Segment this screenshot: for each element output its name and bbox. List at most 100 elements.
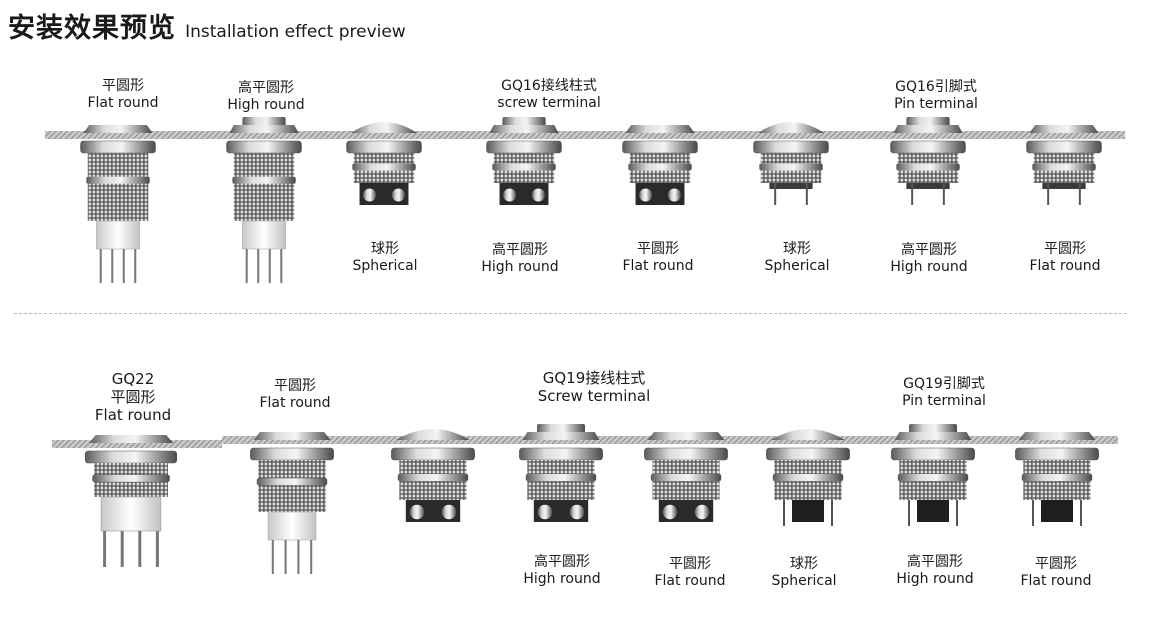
switch-12 (519, 424, 603, 522)
title-chinese: 安装效果预览 (8, 13, 176, 44)
switch-14 (766, 429, 850, 526)
contact-block (100, 496, 162, 532)
led-housing (242, 220, 286, 250)
terminal-screw-2 (667, 188, 681, 202)
threaded-body (87, 153, 149, 221)
pin-base (769, 183, 813, 189)
led-housing (267, 511, 317, 541)
terminal-screw-2 (694, 504, 710, 520)
terminal-screw-2 (391, 188, 405, 202)
hex-nut (622, 140, 698, 154)
hex-nut (226, 140, 302, 154)
led-pin-4 (134, 249, 137, 283)
lock-ring (772, 474, 844, 481)
contact-pin-4 (155, 531, 159, 567)
led-pin-3 (122, 249, 125, 283)
threaded-body (258, 460, 326, 512)
terminal-screw-1 (662, 504, 678, 520)
bezel (1029, 125, 1099, 133)
terminal-screw-2 (531, 188, 545, 202)
switch-drawings (80, 117, 1102, 574)
terminal-screw-2 (441, 504, 457, 520)
pin-1 (911, 183, 914, 205)
pin-1 (1047, 183, 1050, 205)
bezel (88, 435, 174, 443)
bezel-dome (350, 122, 418, 133)
hex-nut (644, 447, 728, 461)
led-pin-1 (271, 540, 274, 574)
switch-10 (250, 432, 334, 574)
lock-ring (1021, 474, 1093, 481)
panel-plate-1 (45, 131, 1125, 139)
led-pin-2 (111, 249, 114, 283)
bezel (229, 125, 299, 133)
contact-pin-1 (103, 531, 107, 567)
pin-1 (1032, 500, 1034, 526)
black-base (917, 500, 949, 522)
pin-2 (1078, 183, 1081, 205)
lock-ring (897, 474, 969, 481)
panel-plate-2 (52, 440, 222, 448)
switch-13 (644, 432, 728, 522)
led-pin-4 (280, 249, 283, 283)
pin-base (906, 183, 950, 189)
hex-nut (346, 140, 422, 154)
terminal-screw-1 (639, 188, 653, 202)
page-title: 安装效果预览 Installation effect preview (8, 6, 406, 45)
switch-1 (80, 125, 156, 283)
hex-nut (250, 447, 334, 461)
lock-ring (397, 474, 469, 481)
terminal-screw-1 (409, 504, 425, 520)
switch-8 (1026, 125, 1102, 205)
bezel (253, 432, 331, 440)
hex-nut (753, 140, 829, 154)
threaded-body (233, 153, 295, 221)
black-base (792, 500, 824, 522)
pin-1 (908, 500, 910, 526)
led-pin-4 (310, 540, 313, 574)
lock-ring (492, 163, 556, 171)
hex-nut (80, 140, 156, 154)
bezel (83, 125, 153, 133)
button-cap (537, 424, 585, 434)
pin-2 (805, 183, 808, 205)
switch-16 (1015, 432, 1099, 526)
button-cap (906, 117, 950, 127)
led-pin-1 (99, 249, 102, 283)
button-cap (909, 424, 957, 434)
led-pin-1 (245, 249, 248, 283)
led-pin-2 (284, 540, 287, 574)
switch-4 (486, 117, 562, 205)
terminal-screw-1 (503, 188, 517, 202)
bezel-dome (771, 429, 845, 440)
hex-nut (391, 447, 475, 461)
bezel (647, 432, 725, 440)
switch-7 (890, 117, 966, 205)
lock-ring (1032, 163, 1096, 171)
lock-ring (86, 176, 150, 184)
black-base (1041, 500, 1073, 522)
lock-ring (759, 163, 823, 171)
pin-2 (831, 500, 833, 526)
switch-11 (391, 429, 475, 522)
led-housing (96, 220, 140, 250)
switch-15 (891, 424, 975, 526)
contact-pin-3 (138, 531, 142, 567)
lock-ring (650, 474, 722, 481)
lock-ring (525, 474, 597, 481)
